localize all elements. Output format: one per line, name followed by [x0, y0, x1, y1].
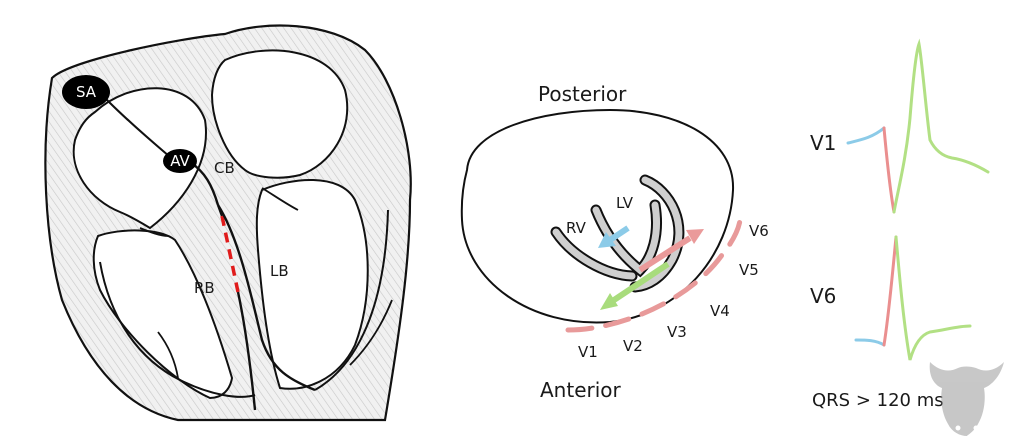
lead-dashes: [565, 207, 743, 333]
cb-label: CB: [214, 159, 235, 177]
right-bundle-block: [220, 215, 240, 293]
v6-trace-blue: [854, 338, 886, 347]
lead-v1: V1: [578, 343, 598, 361]
purkinje-left: [314, 209, 389, 391]
chest-cross-section: Posterior RV LV V1 V2 V3 V: [460, 82, 769, 402]
lead-v2: V2: [623, 337, 643, 355]
right-ventricle-cavity: [92, 229, 234, 400]
v1-trace-label: V1: [810, 131, 836, 155]
lead-v3: V3: [667, 323, 687, 341]
av-node: AV: [163, 149, 197, 173]
rv-label: RV: [566, 219, 587, 237]
left-bundle: [216, 204, 316, 392]
sa-label: SA: [76, 83, 97, 101]
lv-label: LV: [616, 194, 634, 212]
right-atrium-cavity: [72, 87, 207, 230]
blue-vector-arrow: [598, 225, 630, 248]
mitral-flap: [261, 187, 299, 211]
v1-trace-blue: [846, 126, 886, 145]
v1-trace-red: [882, 126, 896, 214]
v6-trace-green: [894, 235, 972, 361]
green-vector-arrow: [600, 261, 670, 310]
purkinje-right-branch: [157, 331, 179, 379]
v1-trace-green: [892, 38, 990, 214]
lead-v6: V6: [749, 222, 769, 240]
left-ventricle-cavity: [255, 178, 369, 390]
lead-labels: V1 V2 V3 V4 V5 V6: [578, 222, 769, 361]
tricuspid-flap: [139, 227, 169, 237]
v6-trace-red: [882, 235, 898, 347]
lead-v4: V4: [710, 302, 730, 320]
rb-label: RB: [194, 279, 215, 297]
posterior-label: Posterior: [538, 82, 627, 106]
av-label: AV: [170, 152, 190, 170]
red-vector-arrow: [638, 229, 704, 273]
bull-head-icon: [929, 362, 1004, 436]
lb-label: LB: [270, 262, 289, 280]
purkinje-left-branch: [349, 299, 393, 366]
sa-node: SA: [62, 75, 110, 109]
ecg-traces: V1 V6 QRS > 120 ms: [810, 38, 990, 411]
lead-v5: V5: [739, 261, 759, 279]
purkinje-right: [99, 261, 256, 398]
heart-diagram: SA AV CB RB LB: [44, 24, 412, 422]
left-atrium-cavity: [210, 49, 349, 179]
anterior-label: Anterior: [540, 378, 622, 402]
qrs-caption: QRS > 120 ms: [812, 390, 944, 411]
v6-trace-label: V6: [810, 284, 836, 308]
